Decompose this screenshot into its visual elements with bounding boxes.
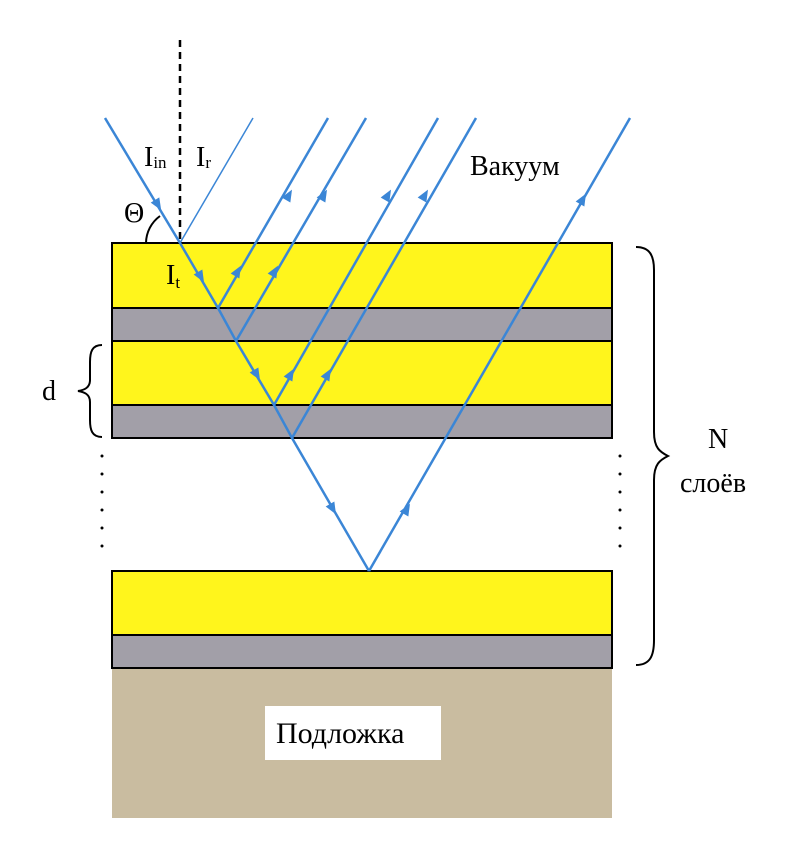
reflected-label: Ir: [196, 142, 211, 173]
transmitted-label: It: [166, 260, 180, 292]
ellipsis-left: [100, 454, 104, 548]
arrow-up-3: [281, 189, 292, 203]
gray-layer-n: [111, 634, 613, 669]
arrow-down-2: [249, 367, 260, 381]
ray-arrows: [150, 189, 586, 517]
incident-ray: [103, 117, 182, 244]
yellow-layer-n: [111, 570, 613, 636]
layers-word-label: слоёв: [680, 468, 746, 499]
period-brace: [77, 344, 103, 438]
substrate-label-box: [265, 706, 441, 760]
layers-brace: [635, 246, 671, 666]
period-label: d: [42, 376, 56, 407]
arrow-up-1: [230, 265, 241, 279]
gray-layer-2: [111, 404, 613, 439]
arrow-down-3: [325, 501, 336, 515]
reflected-ray-3: [272, 117, 440, 406]
angle-label: Θ: [124, 198, 144, 229]
vacuum-label: Вакуум: [470, 151, 560, 182]
arrow-up-2: [267, 265, 278, 279]
ellipsis-right: [618, 454, 622, 548]
layers-count-label: N: [708, 424, 728, 455]
arrow-up-10: [575, 193, 586, 207]
arrow-up-6: [320, 368, 331, 382]
reflected-ray-2: [234, 117, 368, 342]
arrow-up-9: [399, 503, 410, 517]
reflected-ray-0: [179, 117, 254, 244]
reflected-ray-4: [290, 117, 478, 439]
arrow-up-4: [316, 189, 327, 203]
arrow-up-8: [417, 189, 428, 203]
substrate-label: Подложка: [276, 717, 404, 750]
arrow-down-1: [193, 269, 204, 283]
incident-label: Iin: [144, 142, 167, 173]
arrow-up-7: [380, 189, 391, 203]
reflected-ray-5: [367, 117, 632, 572]
gray-layer-1: [111, 307, 613, 342]
arrow-up-5: [283, 368, 294, 382]
layer-stack: [111, 242, 613, 669]
arrow-incident: [150, 197, 162, 211]
angle-arc: [145, 215, 161, 244]
yellow-layer-2: [111, 340, 613, 406]
